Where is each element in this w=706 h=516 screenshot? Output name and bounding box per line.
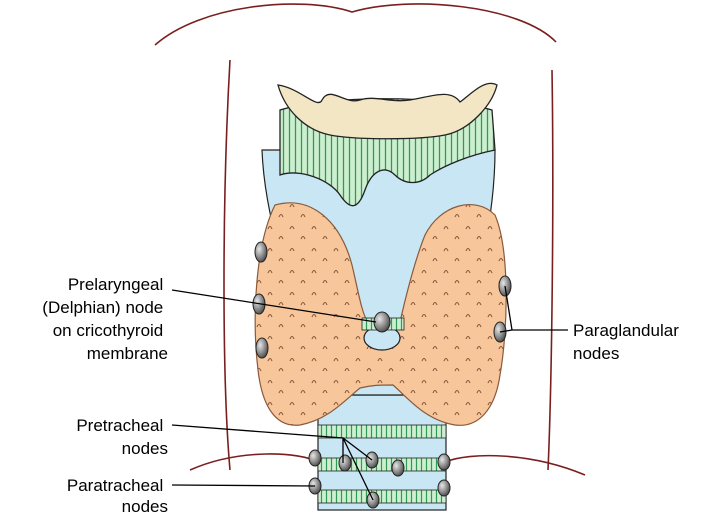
node-pretracheal-1 bbox=[339, 455, 351, 471]
leader-paratracheal bbox=[172, 485, 315, 486]
node-prelaryngeal bbox=[374, 312, 390, 332]
label-paraglandular: Paraglandular nodes bbox=[573, 321, 684, 363]
node-paratracheal-r1 bbox=[438, 454, 450, 470]
node-pretracheal-4 bbox=[392, 460, 404, 476]
label-paratracheal: Paratracheal nodes bbox=[67, 476, 168, 516]
node-paraglandular-left-1 bbox=[255, 242, 267, 262]
leader-paraglandular bbox=[500, 286, 568, 332]
label-pretracheal: Pretracheal nodes bbox=[76, 416, 168, 458]
node-paraglandular-left-3 bbox=[256, 338, 268, 358]
node-paratracheal-l1 bbox=[309, 450, 321, 466]
label-prelaryngeal: Prelaryngeal (Delphian) node on cricothy… bbox=[42, 275, 168, 363]
node-paratracheal-r2 bbox=[438, 480, 450, 496]
